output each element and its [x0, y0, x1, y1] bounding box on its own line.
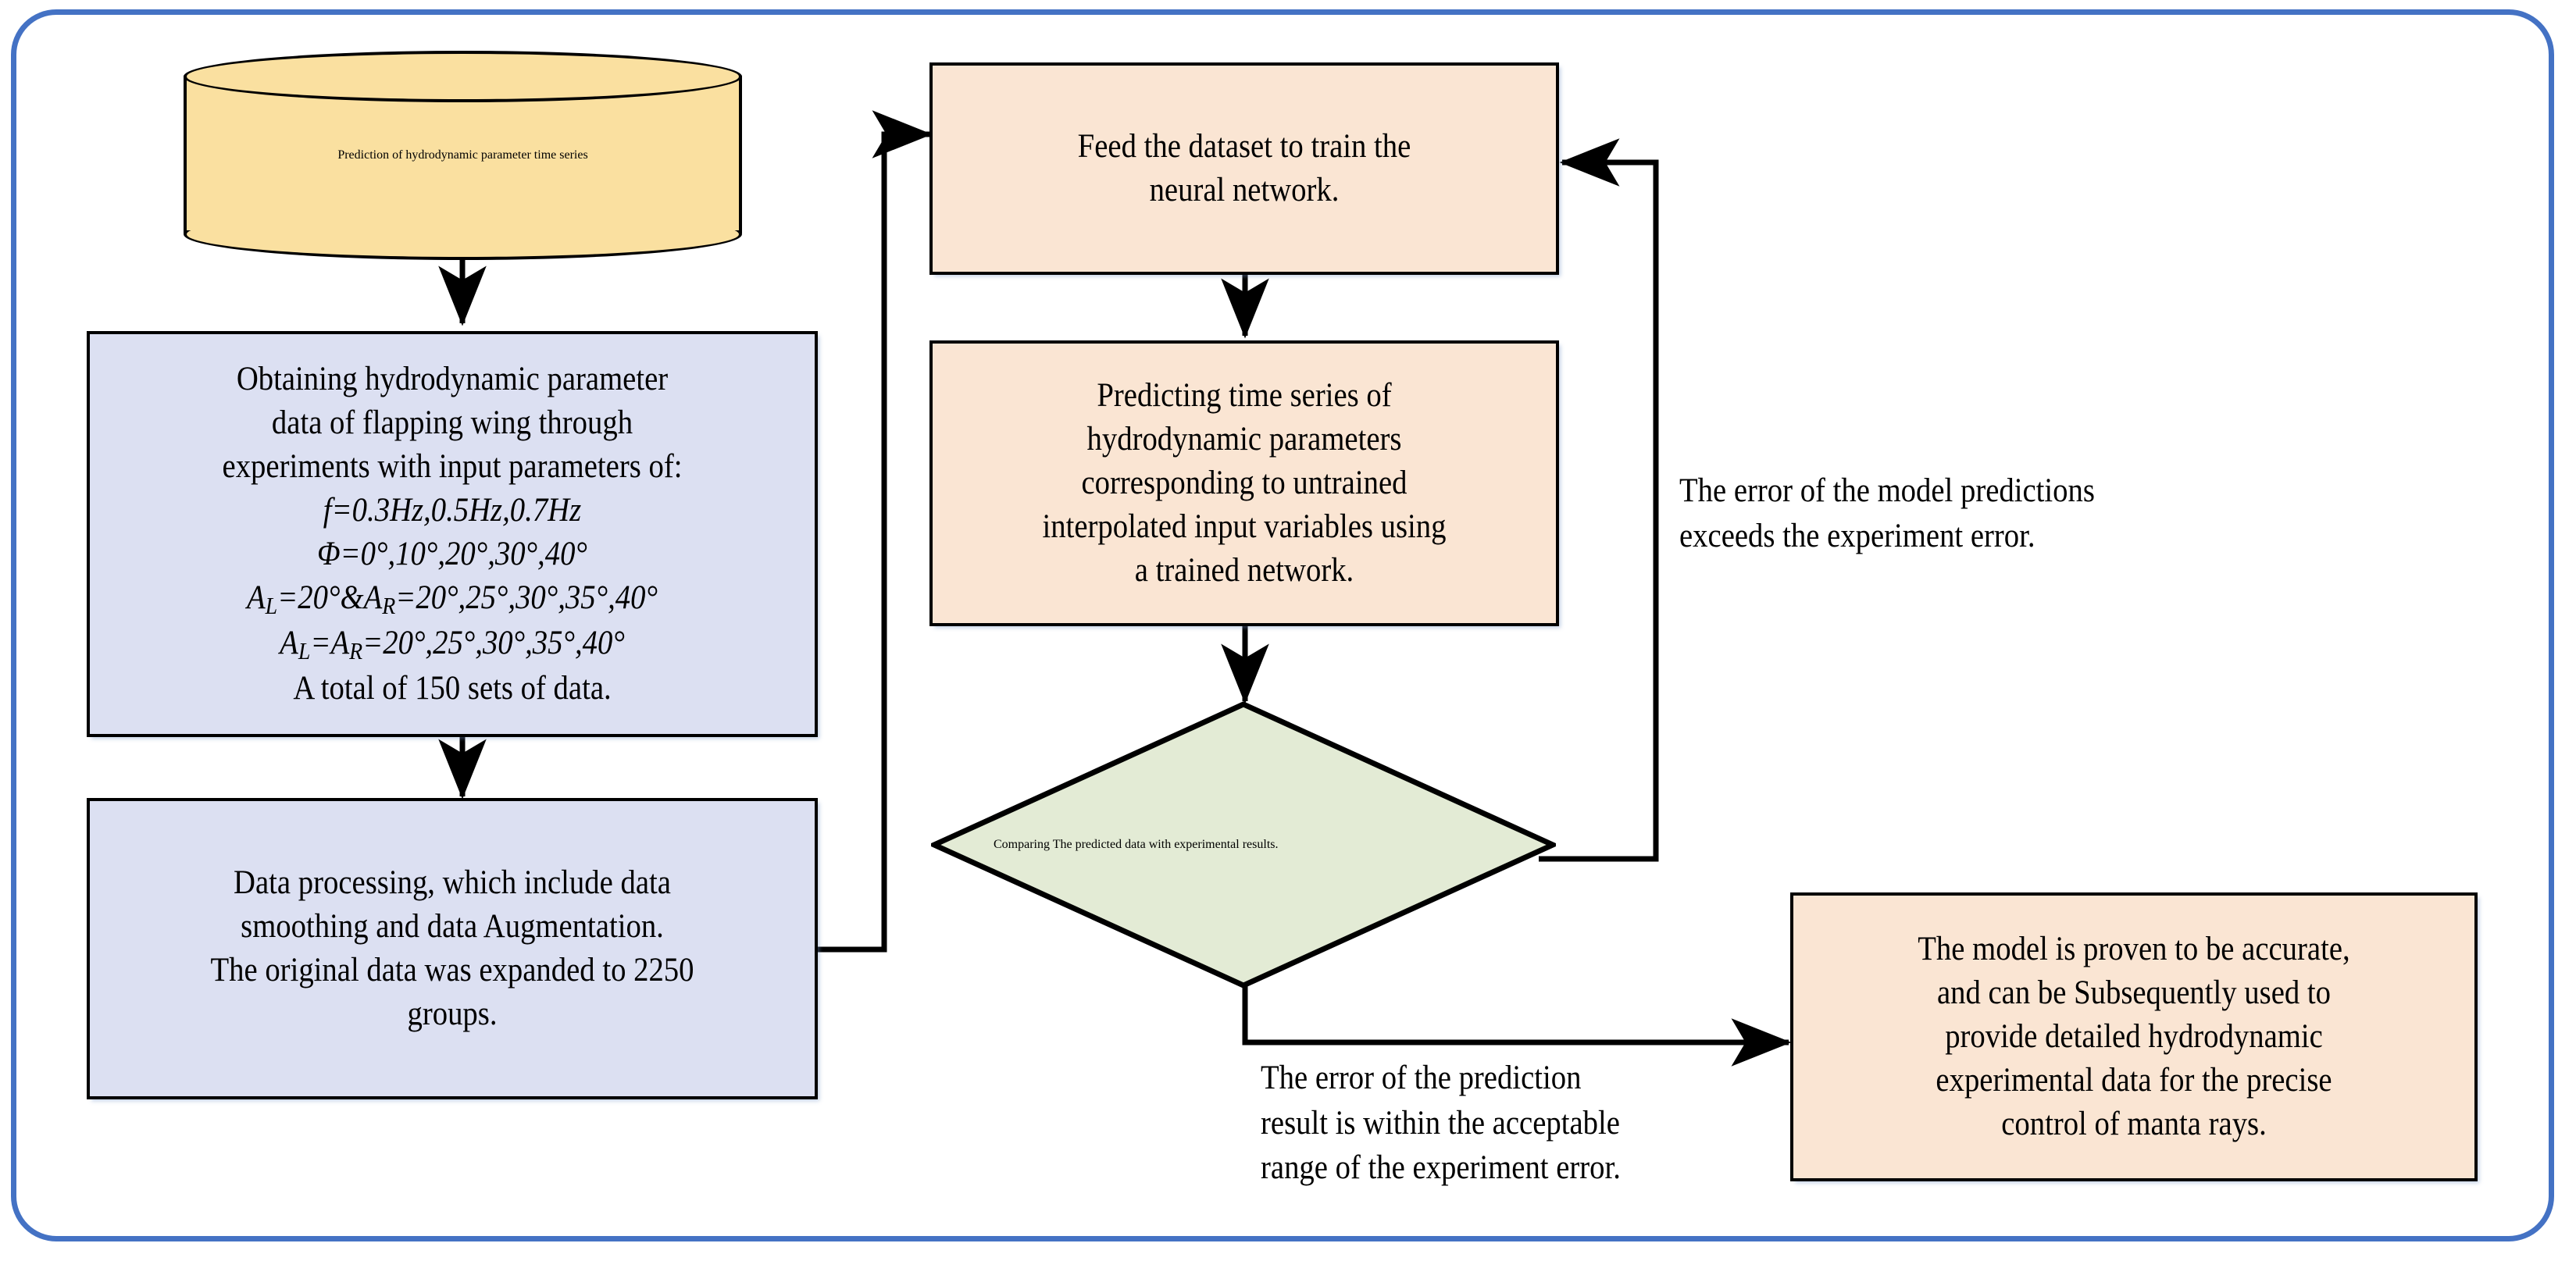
obtain-param-al-eq-ar: AL=AR=20°,25°,30°,35°,40° — [280, 624, 625, 664]
node-predict-series[interactable]: Predicting time series of hydrodynamic p… — [929, 340, 1559, 626]
obtain-line-1: Obtaining hydrodynamic parameter — [236, 361, 669, 398]
predict-series-label: Predicting time series of hydrodynamic p… — [1042, 377, 1447, 589]
decision-label-wrap: Comparing The predicted data with experi… — [931, 701, 1556, 988]
compare-decision-label: Comparing The predicted data with experi… — [994, 838, 1279, 851]
edge-label-error-acceptable: The error of the prediction result is wi… — [1261, 1060, 1621, 1187]
edge-label-error-exceeds: The error of the model predictions excee… — [1679, 472, 2095, 554]
edge-processing-to-train — [818, 110, 933, 953]
node-train-network[interactable]: Feed the dataset to train the neural net… — [929, 62, 1559, 275]
obtain-line-3: experiments with input parameters of: — [222, 448, 683, 486]
node-compare-decision[interactable]: Comparing The predicted data with experi… — [931, 701, 1556, 988]
cylinder-seam-mask — [187, 202, 739, 230]
edge-decision-to-conclusion — [1242, 985, 1792, 1067]
obtain-line-2: data of flapping wing through — [271, 404, 633, 442]
obtaining-data-label: Obtaining hydrodynamic parameter data of… — [126, 358, 778, 710]
diagram-outer-frame — [11, 9, 2554, 1241]
node-obtaining-data[interactable]: Obtaining hydrodynamic parameter data of… — [87, 331, 818, 737]
data-processing-label: Data processing, which include data smoo… — [210, 864, 694, 1032]
diamond-shape — [931, 701, 1556, 988]
node-database-prediction[interactable]: Prediction of hydrodynamic parameter tim… — [184, 51, 742, 260]
database-label-wrap: Prediction of hydrodynamic parameter tim… — [184, 51, 742, 260]
node-data-processing[interactable]: Data processing, which include data smoo… — [87, 798, 818, 1099]
conclusion-label: The model is proven to be accurate, and … — [1918, 931, 2350, 1142]
edge-decision-to-train-feedback — [1539, 138, 1659, 862]
node-conclusion[interactable]: The model is proven to be accurate, and … — [1790, 892, 2478, 1181]
cylinder-top-ellipse — [184, 51, 742, 102]
obtain-param-phi: Φ=0°,10°,20°,30°,40° — [317, 535, 587, 572]
train-network-label: Feed the dataset to train the neural net… — [1077, 128, 1411, 208]
obtain-param-frequency: f=0.3Hz,0.5Hz,0.7Hz — [323, 491, 582, 529]
obtain-param-al-ar: AL=20°&AR=20°,25°,30°,35°,40° — [247, 579, 658, 619]
database-label: Prediction of hydrodynamic parameter tim… — [337, 148, 588, 162]
obtain-total-sets: A total of 150 sets of data. — [293, 669, 612, 707]
